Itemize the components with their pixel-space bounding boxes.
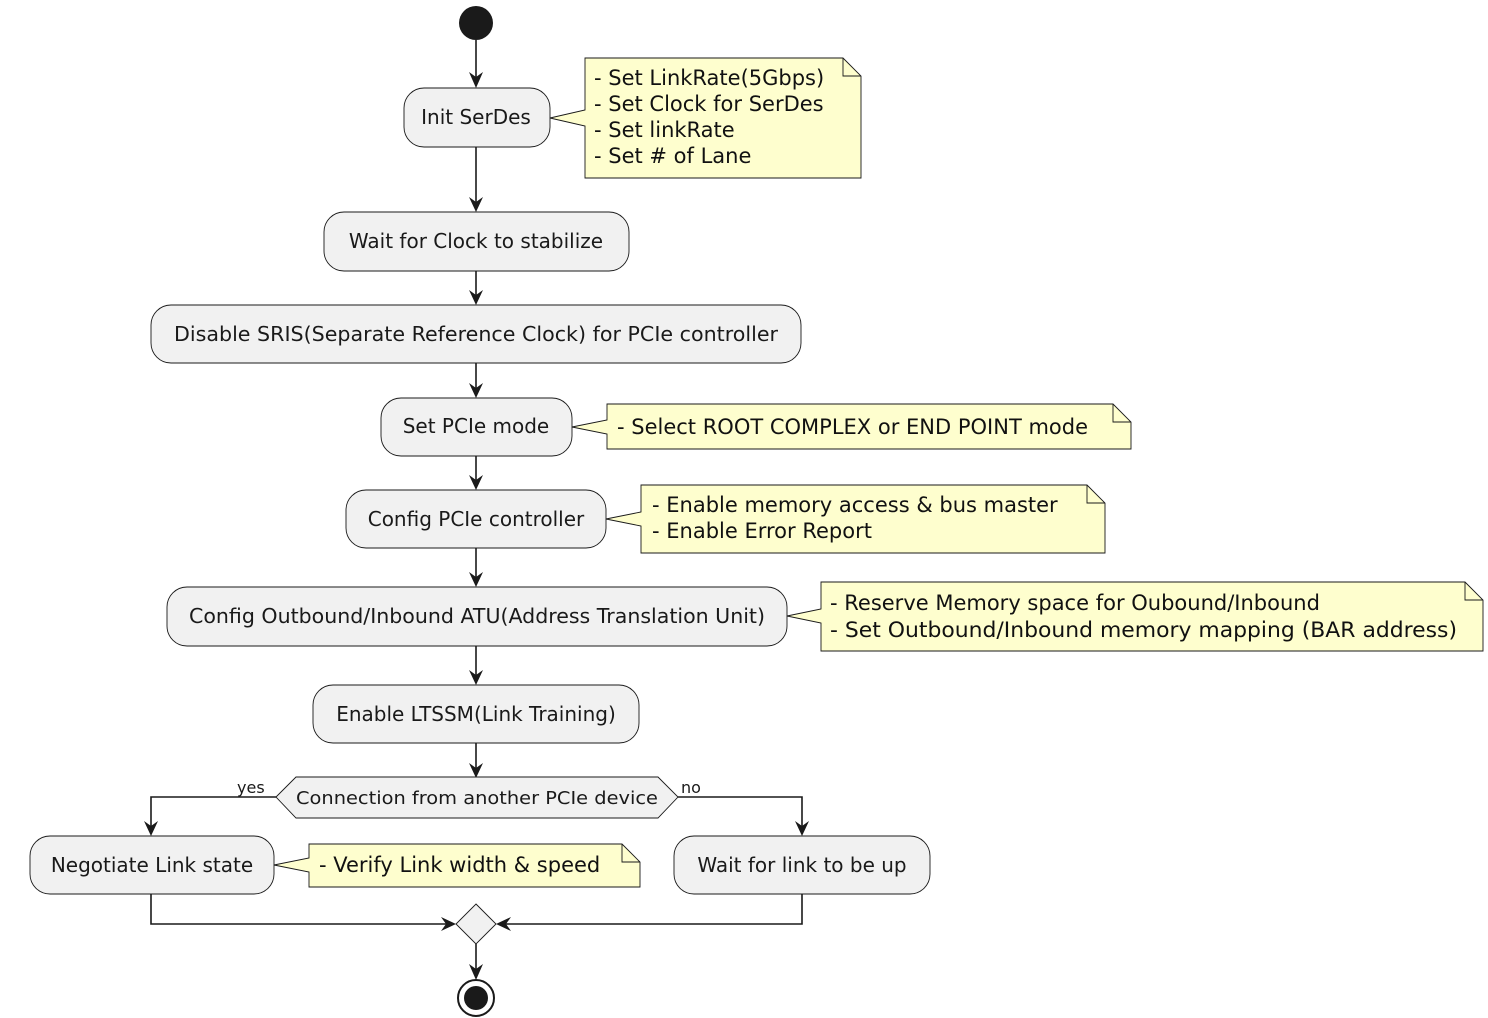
arrow-controller (469, 475, 483, 490)
merge-diamond (455, 903, 497, 945)
note-line: - Reserve Memory space for Oubound/Inbou… (830, 591, 1320, 615)
note-line: - Verify Link width & speed (319, 853, 600, 877)
activity-label: Negotiate Link state (51, 853, 253, 877)
arrow-merge-right (496, 917, 511, 931)
arrow-end (469, 964, 483, 980)
arrow-init (469, 72, 483, 88)
edge-decision-yes (150, 796, 276, 828)
edge-wait-link-merge (504, 893, 803, 925)
arrow-disable (469, 290, 483, 305)
activity-set-mode: Set PCIe mode (380, 397, 573, 457)
arrow-wait (469, 197, 483, 212)
activity-wait-link-up: Wait for link to be up (673, 835, 931, 895)
arrow-mode (469, 383, 483, 398)
note-config-controller: - Enable memory access & bus master - En… (605, 484, 1106, 554)
decision-connection: Connection from another PCIe device (275, 776, 679, 819)
activity-label: Init SerDes (421, 105, 531, 129)
activity-label: Wait for Clock to stabilize (349, 229, 603, 253)
edges (144, 40, 809, 980)
arrow-decision (469, 763, 483, 778)
note-line: - Enable Error Report (652, 519, 872, 543)
edge-decision-no (678, 796, 803, 828)
note-line: - Set # of Lane (594, 144, 751, 168)
activity-disable-sris: Disable SRIS(Separate Reference Clock) f… (150, 304, 802, 364)
note-line: - Enable memory access & bus master (652, 493, 1058, 517)
activity-label: Enable LTSSM(Link Training) (336, 702, 616, 726)
note-line: - Set Clock for SerDes (594, 92, 824, 116)
arrow-atu (469, 572, 483, 587)
decision-label: Connection from another PCIe device (296, 788, 658, 809)
note-line: - Set linkRate (594, 118, 735, 142)
activity-label: Wait for link to be up (697, 853, 906, 877)
note-negotiate: - Verify Link width & speed (273, 843, 641, 888)
arrow-ltssm (469, 670, 483, 685)
branch-yes-label: yes (237, 778, 265, 797)
activity-wait-clock: Wait for Clock to stabilize (323, 211, 630, 272)
activity-init-serdes: Init SerDes (403, 87, 551, 148)
arrow-wait-link (795, 821, 809, 836)
activity-config-atu: Config Outbound/Inbound ATU(Address Tran… (166, 586, 788, 647)
arrow-negotiate (144, 821, 158, 836)
note-config-atu: - Reserve Memory space for Oubound/Inbou… (786, 581, 1484, 652)
activity-enable-ltssm: Enable LTSSM(Link Training) (312, 684, 640, 744)
activity-negotiate-link: Negotiate Link state (29, 835, 275, 895)
edge-negotiate-merge (150, 893, 448, 925)
activity-label: Disable SRIS(Separate Reference Clock) f… (174, 322, 779, 346)
end-node (457, 979, 495, 1017)
activity-label: Config Outbound/Inbound ATU(Address Tran… (189, 604, 765, 628)
arrow-merge-left (441, 917, 456, 931)
start-node (459, 6, 493, 40)
note-init-serdes: - Set LinkRate(5Gbps) - Set Clock for Se… (549, 57, 862, 179)
note-line: - Select ROOT COMPLEX or END POINT mode (617, 415, 1088, 439)
activity-label: Set PCIe mode (403, 414, 550, 438)
note-set-mode: - Select ROOT COMPLEX or END POINT mode (571, 403, 1132, 450)
activity-config-controller: Config PCIe controller (345, 489, 607, 549)
note-line: - Set LinkRate(5Gbps) (594, 66, 824, 90)
activity-label: Config PCIe controller (368, 507, 585, 531)
note-line: - Set Outbound/Inbound memory mapping (B… (830, 618, 1457, 642)
branch-no-label: no (681, 778, 701, 797)
